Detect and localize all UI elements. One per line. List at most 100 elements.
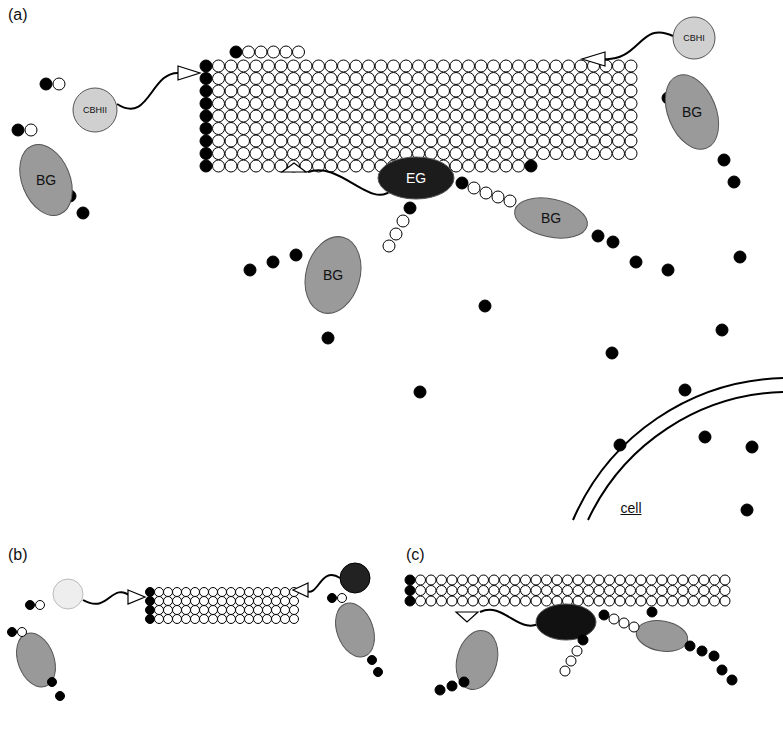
glucose-residue [225,135,237,147]
glucose-residue [388,110,400,122]
exoglucanase-circle: CBHI [672,16,716,60]
glucose-residue [542,586,552,596]
glucose-residue [438,123,450,135]
glucose-residue [689,586,699,596]
glucose-residue [164,597,173,606]
glucose-residue [363,148,375,160]
beta-glucosidase [329,598,382,663]
glucose-residue [350,85,362,97]
glucose-residue [513,160,525,172]
glucose-residue [600,85,612,97]
glucose-residue [447,575,457,585]
glucose-residue [182,615,191,624]
glucose-residue [575,123,587,135]
glucose-residue [263,588,272,597]
glucose-residue [191,597,200,606]
glucose-residue [388,148,400,160]
beta-glucosidase-ellipse: BG [305,235,361,315]
glucose-residue [363,110,375,122]
glucose-residue [510,596,520,606]
glucose-residue [458,586,468,596]
glucose-residue [225,85,237,97]
glucose-residue [250,60,262,72]
glucose-residue [438,73,450,85]
glucose-unit [525,160,537,172]
glucose-residue [720,575,730,585]
glucose-residue [513,73,525,85]
glucose-residue [513,85,525,97]
glucose-residue [288,135,300,147]
glucose-residue [200,615,209,624]
glucose-residue [263,135,275,147]
glucose-residue [488,73,500,85]
glucose-residue [575,85,587,97]
glucose-unit [734,251,746,263]
glucose-residue [475,160,487,172]
glucose-residue [250,148,262,160]
glucose-residue [521,575,531,585]
glucose-residue [325,148,337,160]
glucose-residue [613,123,625,135]
glucose-residue [636,586,646,596]
glucose-residue [437,596,447,606]
glucose-residue [480,187,492,199]
glucose-residue [426,596,436,606]
glucose-residue [613,98,625,110]
glucose-residue [538,135,550,147]
glucose-residue [413,123,425,135]
glucose-residue [236,615,245,624]
glucose-residue [657,596,667,606]
glucose-residue [475,73,487,85]
glucose-residue [563,135,575,147]
glucose-residue [531,596,541,606]
glucose-residue [225,110,237,122]
glucose-residue [500,85,512,97]
glucose-residue [281,588,290,597]
glucose-residue [710,575,720,585]
glucose-residue [200,597,209,606]
glucose-residue [275,123,287,135]
glucose-residue [588,73,600,85]
node-shape [10,137,82,224]
enzyme-label: BG [541,211,561,225]
glucose-residue [416,575,426,585]
glucose-residue [500,98,512,110]
binding-module [456,612,478,622]
glucose-residue [245,606,254,615]
glucose-residue [463,135,475,147]
glucose-residue [213,73,225,85]
glucose-residue [238,135,250,147]
region-label: cell [620,501,641,515]
enzyme-label: BG [36,173,56,187]
glucose-residue [488,160,500,172]
glucose-residue [513,123,525,135]
glucose-residue [191,615,200,624]
glucose-residue [450,98,462,110]
glucose-residue [588,148,600,160]
glucose-residue [625,98,637,110]
glucose-unit [230,46,242,58]
glucose-residue [463,73,475,85]
glucose-residue [594,586,604,596]
glucose-residue [447,596,457,606]
glucose-residue [625,123,637,135]
glucose-residue [300,98,312,110]
glucose-residue [263,98,275,110]
glucose-residue [475,110,487,122]
glucose-residue [209,615,218,624]
glucose-residue [500,148,512,160]
glucose-residue [155,588,164,597]
glucose-residue [500,596,510,606]
glucose-residue [225,148,237,160]
glucose-unit [606,347,618,359]
glucose-residue [250,85,262,97]
glucose-unit [647,607,657,617]
glucose-residue [225,123,237,135]
glucose-residue [300,73,312,85]
glucose-residue [615,596,625,606]
glucose-residue [280,46,292,58]
glucose-residue [236,588,245,597]
glucose-residue [636,575,646,585]
linker [305,575,340,592]
glucose-residue [538,123,550,135]
